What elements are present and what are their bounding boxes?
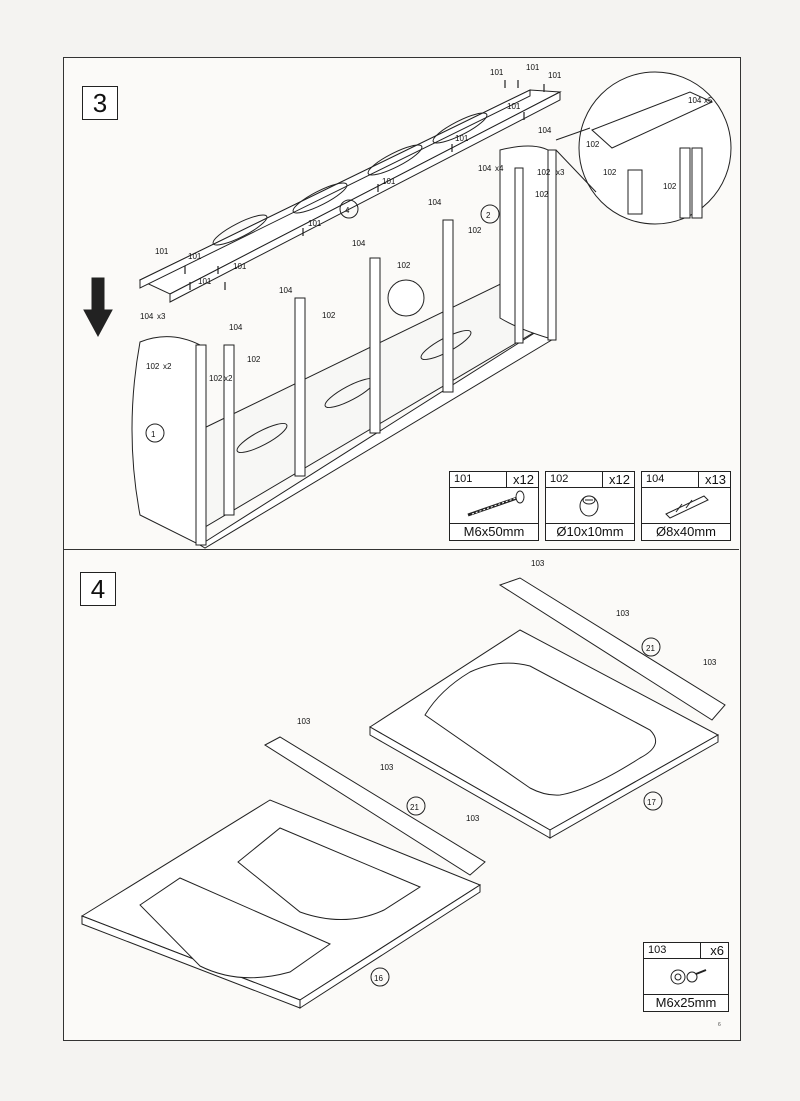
cam-lock-icon — [579, 495, 599, 517]
svg-text:x4: x4 — [495, 164, 504, 173]
svg-text:103: 103 — [531, 559, 545, 568]
part-4-label: 4 — [345, 206, 350, 215]
svg-text:101: 101 — [526, 63, 540, 72]
svg-text:103: 103 — [297, 717, 311, 726]
svg-text:102: 102 — [535, 190, 549, 199]
dowel-icon — [665, 495, 709, 519]
svg-text:102: 102 — [603, 168, 617, 177]
down-arrow-icon — [83, 277, 113, 338]
svg-text:x2: x2 — [224, 374, 233, 383]
svg-text:101: 101 — [233, 262, 247, 271]
step-3-number: 3 — [82, 86, 118, 120]
svg-text:101: 101 — [155, 247, 169, 256]
step-4-part-labels: 21 17 21 16 103 103 103 103 103 103 — [297, 559, 717, 983]
svg-text:103: 103 — [466, 814, 480, 823]
svg-text:104: 104 — [478, 164, 492, 173]
part-21-label-right: 21 — [646, 644, 655, 653]
part-16-label: 16 — [374, 974, 383, 983]
svg-text:101: 101 — [308, 219, 322, 228]
svg-text:104: 104 — [229, 323, 243, 332]
svg-text:101: 101 — [455, 134, 469, 143]
part-21-label-left: 21 — [410, 803, 419, 812]
page-number: 6 — [718, 1022, 721, 1028]
step-divider — [63, 549, 739, 550]
svg-text:101: 101 — [382, 177, 396, 186]
part-2-label: 2 — [486, 211, 491, 220]
svg-text:102: 102 — [209, 374, 223, 383]
svg-text:101: 101 — [548, 71, 562, 80]
svg-text:x5: x5 — [704, 96, 713, 105]
svg-text:101: 101 — [188, 252, 202, 261]
screw-icon — [670, 969, 707, 985]
svg-text:104: 104 — [140, 312, 154, 321]
svg-text:102: 102 — [663, 182, 677, 191]
svg-text:104: 104 — [688, 96, 702, 105]
part-1-label: 1 — [151, 430, 156, 439]
step-4-number: 4 — [80, 572, 116, 606]
svg-text:x3: x3 — [157, 312, 166, 321]
svg-text:104: 104 — [279, 286, 293, 295]
svg-text:103: 103 — [616, 609, 630, 618]
svg-text:101: 101 — [507, 102, 521, 111]
svg-text:104: 104 — [428, 198, 442, 207]
svg-text:101: 101 — [198, 277, 212, 286]
svg-text:102: 102 — [146, 362, 160, 371]
svg-text:102: 102 — [537, 168, 551, 177]
svg-text:x3: x3 — [556, 168, 565, 177]
svg-text:102: 102 — [247, 355, 261, 364]
svg-text:102: 102 — [468, 226, 482, 235]
bolt-icon — [467, 490, 525, 517]
part-17-label: 17 — [647, 798, 656, 807]
step-3-part-labels: 1 4 2 101 101 101 101 101 101 101 101 10… — [140, 63, 713, 439]
svg-text:102: 102 — [397, 261, 411, 270]
svg-text:102: 102 — [586, 140, 600, 149]
svg-text:101: 101 — [490, 68, 504, 77]
svg-text:x2: x2 — [163, 362, 172, 371]
svg-text:102: 102 — [322, 311, 336, 320]
svg-text:104: 104 — [538, 126, 552, 135]
svg-text:103: 103 — [703, 658, 717, 667]
svg-text:104: 104 — [352, 239, 366, 248]
svg-text:103: 103 — [380, 763, 394, 772]
